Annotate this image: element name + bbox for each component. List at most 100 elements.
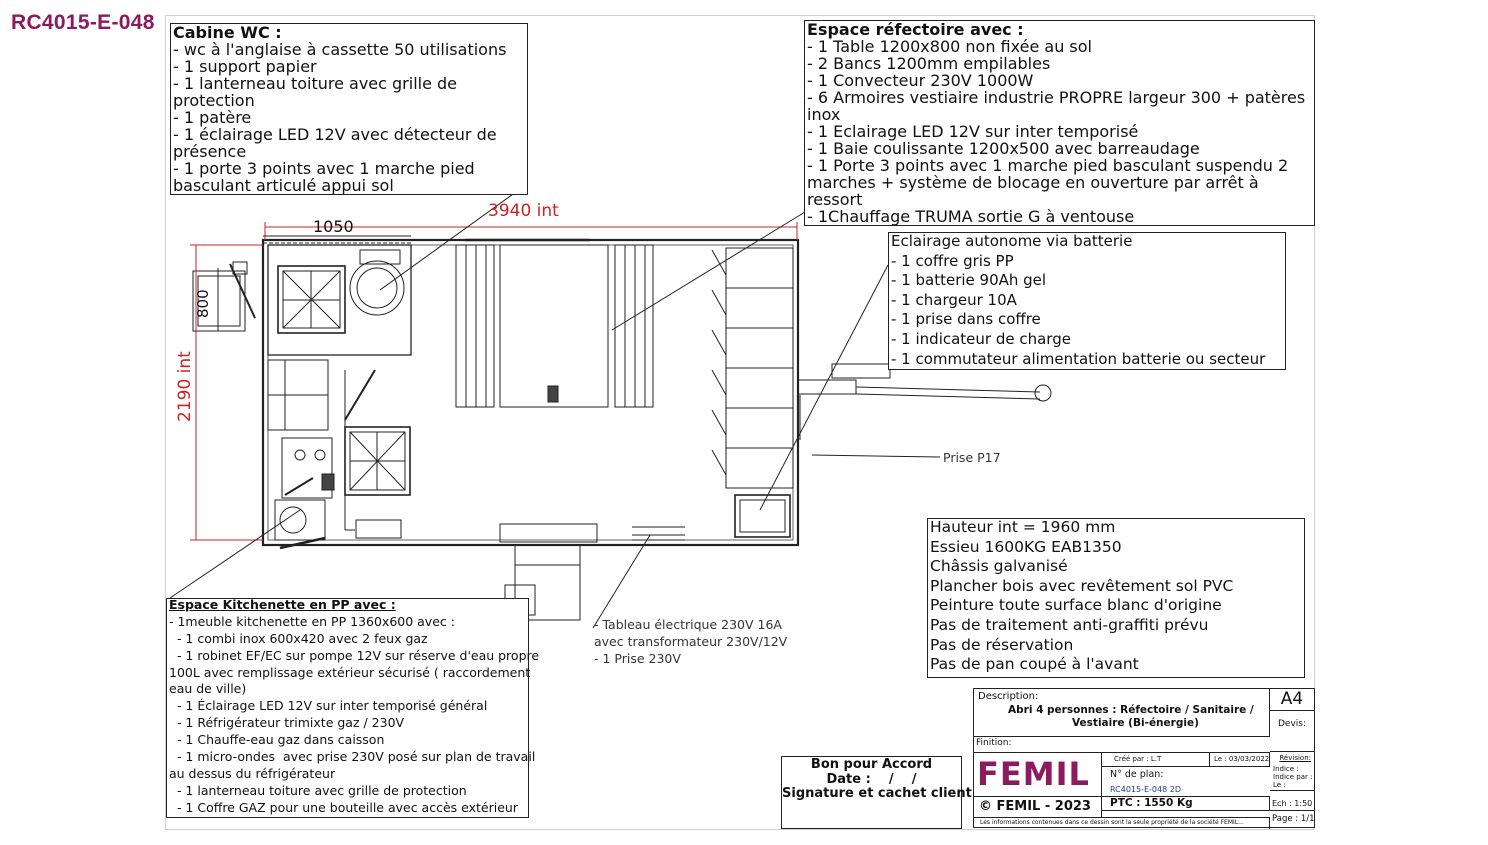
tableau-line: - Tableau électrique 230V 16A: [594, 617, 782, 632]
kitchen-title: Espace Kitchenette en PP avec :: [169, 597, 396, 612]
kitchen-line: - 1 lanterneau toiture avec grille de pr…: [169, 782, 467, 798]
plan-number: RC4015-E-048 2D: [1110, 785, 1181, 794]
scale-cell: Ech : 1:50: [1270, 797, 1314, 811]
eclairage-title: Eclairage autonome via batterie: [891, 232, 1133, 250]
dimension-door: 800: [194, 289, 212, 318]
kitchen-sink: [274, 499, 326, 541]
date-cell: Le : 03/03/2022: [1210, 753, 1270, 767]
kitchen-line: - 1meuble kitchenette en PP 1360x600 ave…: [169, 613, 455, 629]
spec-line: Essieu 1600KG EAB1350: [930, 537, 1122, 556]
indice-par-label: Indice par :: [1273, 773, 1313, 781]
eclairage-line: - 1 prise dans coffre: [891, 310, 1041, 329]
refectoire-line: - 1Chauffage TRUMA sortie G à ventouse: [807, 207, 1135, 226]
approval-line: Bon pour Accord: [810, 757, 933, 772]
dimension-wc-width: 1050: [313, 217, 354, 236]
toilet-bowl: [349, 260, 405, 316]
devis-cell: Devis:: [1270, 711, 1314, 751]
approval-line: Signature et cachet client: [782, 786, 972, 801]
wc-line: - 1 patère: [173, 108, 252, 127]
wc-line: - 1 lanterneau toiture avec grille de: [173, 74, 458, 93]
refectoire-line: inox: [807, 105, 841, 124]
copyright-cell: © FEMIL - 2023: [974, 797, 1102, 817]
date-value: Le : 03/03/2022: [1214, 755, 1270, 763]
logo-cell: FEMIL: [974, 753, 1102, 797]
kitchen-line: - 1 micro-ondes avec prise 230V posé sur…: [169, 749, 536, 765]
bench-right: [614, 244, 654, 408]
eclairage-line: - 1 batterie 90Ah gel: [891, 271, 1047, 290]
finition-label: Finition:: [976, 738, 1012, 748]
revision-cell: Révision: Indice : Indice par : Le :: [1270, 751, 1314, 791]
spec-line: Pas de pan coupé à l'avant: [930, 655, 1139, 674]
approval-box: Bon pour Accord Date : / / Signature et …: [781, 756, 972, 829]
copyright-text: © FEMIL - 2023: [979, 799, 1091, 814]
plan-label: N° de plan:: [1110, 769, 1164, 780]
format-label: A4: [1280, 689, 1304, 709]
refectoire-line: - 1 Porte 3 points avec 1 marche pied ba…: [807, 156, 1289, 175]
description-text: Abri 4 personnes : Réfectoire / Sanitair…: [1008, 704, 1254, 716]
refectoire-line: marches + système de blocage en ouvertur…: [807, 173, 1259, 192]
wc-door-step: [192, 270, 246, 332]
devis-label: Devis:: [1277, 719, 1306, 729]
specifications-box: Hauteur int = 1960 mm Essieu 1600KG EAB1…: [927, 518, 1305, 678]
kitchenette-description: Espace Kitchenette en PP avec : - 1meubl…: [166, 597, 540, 818]
spec-line: Plancher bois avec revêtement sol PVC: [930, 576, 1234, 595]
description-label: Description:: [978, 691, 1039, 702]
wc-cabin-description: Cabine WC : - wc à l'anglaise à cassette…: [170, 23, 528, 195]
created-by-cell: Créé par : L.T: [1102, 753, 1210, 767]
description-text-2: Vestiaire (Bi-énergie): [1072, 717, 1199, 729]
eclairage-line: - 1 chargeur 10A: [891, 290, 1017, 309]
prise-label: Prise P17: [943, 450, 1001, 465]
revision-label: Révision:: [1279, 754, 1311, 762]
spec-line: Hauteur int = 1960 mm: [930, 518, 1116, 536]
page-cell: Page : 1/1: [1270, 811, 1315, 827]
refectoire-line: - 1 Convecteur 230V 1000W: [807, 71, 1034, 90]
kitchen-line: - 1 robinet EF/EC sur pompe 12V sur rése…: [169, 647, 540, 663]
femil-logo: FEMIL: [977, 755, 1090, 793]
kitchen-line: - 1 Chauffe-eau gaz dans caisson: [169, 732, 385, 748]
kitchen-line: 100L avec remplissage extérieur sécurisé…: [169, 664, 531, 680]
entry-steps: [514, 564, 581, 621]
refectory-table: [499, 244, 609, 408]
kitchen-line: au dessus du réfrigérateur: [169, 765, 336, 781]
wc-line: - 1 support papier: [173, 57, 317, 76]
entry-door: [499, 523, 598, 543]
wc-line: - 1 porte 3 points avec 1 marche pied: [173, 159, 475, 178]
tableau-electrique-note: - Tableau électrique 230V 16A avec trans…: [594, 617, 787, 668]
description-cell: Description: Abri 4 personnes : Réfectoi…: [974, 689, 1270, 737]
approval-line: Date : / /: [826, 771, 917, 787]
wc-line: basculant articulé appui sol: [173, 176, 394, 195]
ptc-value: PTC : 1550 Kg: [1110, 797, 1193, 809]
kitchen-line: - 1 Coffre GAZ pour une bouteille avec a…: [169, 799, 518, 815]
format-cell: A4: [1270, 689, 1314, 711]
kitchen-line: - 1 Réfrigérateur trimixte gaz / 230V: [169, 715, 405, 731]
disclaimer-text: Les informations contenues dans ce dessi…: [980, 819, 1244, 826]
refectoire-line: - 1 Eclairage LED 12V sur inter temporis…: [807, 122, 1139, 141]
eclairage-line: - 1 indicateur de charge: [891, 329, 1071, 348]
created-by: Créé par : L.T: [1114, 755, 1162, 763]
title-block: Description: Abri 4 personnes : Réfectoi…: [973, 688, 1315, 829]
kitchen-line: - 1 combi inox 600x420 avec 2 feux gaz: [169, 630, 428, 646]
refectoire-line: - 1 Table 1200x800 non fixée au sol: [807, 37, 1092, 56]
spec-line: Châssis galvanisé: [930, 557, 1068, 576]
wc-line: - wc à l'anglaise à cassette 50 utilisat…: [173, 40, 507, 59]
refectoire-line: - 2 Bancs 1200mm empilables: [807, 54, 1051, 73]
indice-le-label: Le :: [1273, 781, 1286, 789]
dimension-length: 3940 int: [488, 201, 559, 221]
reference-label: RC4015-E-048: [11, 11, 155, 34]
trailer-outline: [261, 238, 800, 547]
kitchen-line: eau de ville): [169, 681, 247, 697]
scale-value: Ech : 1:50: [1272, 799, 1313, 808]
eclairage-description: Eclairage autonome via batterie - 1 coff…: [888, 232, 1286, 370]
spec-line: Peinture toute surface blanc d'origine: [930, 596, 1222, 615]
eclairage-line: - 1 commutateur alimentation batterie ou…: [891, 349, 1266, 368]
bench-left: [455, 244, 495, 408]
refectoire-title: Espace réfectoire avec :: [807, 20, 1024, 39]
disclaimer-cell: Les informations contenues dans ce dessi…: [974, 817, 1270, 829]
indice-label: Indice :: [1273, 765, 1299, 773]
refectoire-line: - 1 Baie coulissante 1200x500 avec barre…: [807, 139, 1200, 158]
eclairage-line: - 1 coffre gris PP: [891, 251, 1014, 270]
kitchen-line: - 1 Éclairage LED 12V sur inter temporis…: [169, 698, 488, 714]
page-value: Page : 1/1: [1272, 814, 1315, 824]
drawing-sheet: [165, 15, 1315, 830]
